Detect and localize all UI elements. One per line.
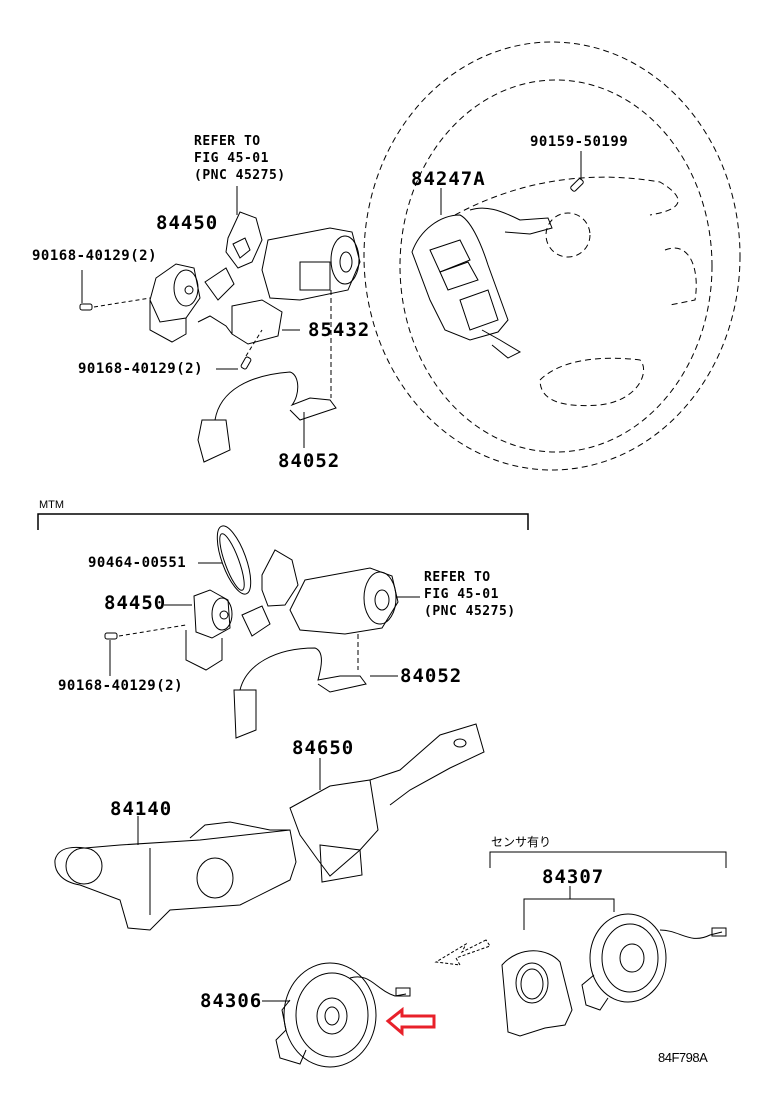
refer-line-2: FIG 45-01 xyxy=(424,587,499,602)
highlight-arrow-icon xyxy=(385,1006,436,1037)
combination-switch-84140 xyxy=(54,816,297,931)
part-label-85432[interactable]: 85432 xyxy=(308,319,371,341)
steering-switch-84247A xyxy=(411,151,584,359)
sensor-group-title: センサ有り xyxy=(491,835,552,849)
refer-line-3: (PNC 45275) xyxy=(424,604,516,619)
part-label-84450-top[interactable]: 84450 xyxy=(156,212,219,234)
part-label-84450-mtm[interactable]: 84450 xyxy=(104,592,167,614)
part-label-90464-00551[interactable]: 90464-00551 xyxy=(88,555,187,571)
part-label-bolt-top-b[interactable]: 90168-40129(2) xyxy=(78,361,204,377)
part-label-84306[interactable]: 84306 xyxy=(200,990,263,1012)
part-label-84052-mtm[interactable]: 84052 xyxy=(400,665,463,687)
refer-line-2: FIG 45-01 xyxy=(194,151,269,166)
refer-note-top: REFER TO FIG 45-01 (PNC 45275) xyxy=(194,133,286,184)
spiral-cable-84306 xyxy=(262,962,411,1068)
refer-note-mtm: REFER TO FIG 45-01 (PNC 45275) xyxy=(424,569,516,620)
mtm-bracket xyxy=(37,513,529,530)
refer-line-1: REFER TO xyxy=(194,134,261,149)
mtm-group-title: MTM xyxy=(39,499,65,511)
part-label-84140[interactable]: 84140 xyxy=(110,798,173,820)
figure-id: 84F798A xyxy=(658,1050,708,1065)
part-label-90159-50199[interactable]: 90159-50199 xyxy=(530,134,629,150)
part-label-bolt-top-a[interactable]: 90168-40129(2) xyxy=(32,248,158,264)
refer-line-3: (PNC 45275) xyxy=(194,168,286,183)
part-label-84307[interactable]: 84307 xyxy=(542,866,605,888)
spiral-cable-with-sensor xyxy=(501,913,727,1037)
part-label-84650[interactable]: 84650 xyxy=(292,737,355,759)
part-label-84052-top[interactable]: 84052 xyxy=(278,450,341,472)
part-label-84247A[interactable]: 84247A xyxy=(411,168,486,190)
part-label-bolt-mtm[interactable]: 90168-40129(2) xyxy=(58,678,184,694)
ignition-switch-top xyxy=(79,186,361,463)
ignition-switch-mtm xyxy=(104,525,420,739)
sensor-bracket xyxy=(489,851,727,930)
steering-wheel xyxy=(363,41,741,471)
combination-switch-84650 xyxy=(289,723,485,883)
refer-line-1: REFER TO xyxy=(424,570,491,585)
direction-arrow xyxy=(434,939,491,966)
